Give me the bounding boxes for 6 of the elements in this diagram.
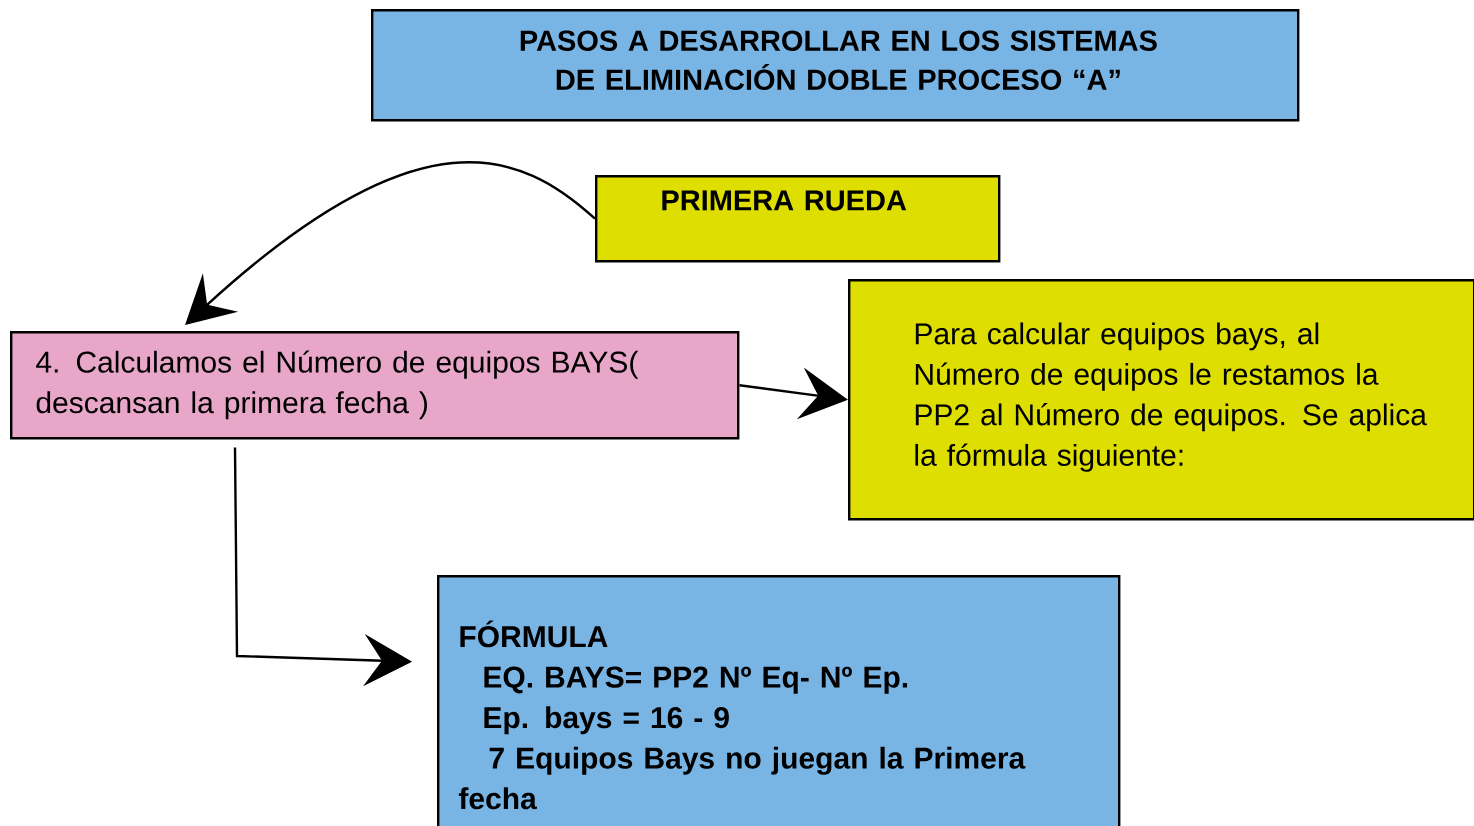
process-box: Para calcular equipos bays, al Número de equipos le restamos la PP2 al Número de equipos. Se aplica la fórmula siguiente: (848, 279, 1474, 521)
process-box: FÓRMULA EQ. BAYS= PP2 Nº Eq- Nº Ep. Ep. bays = 16 - 9 7 Equipos Bays no juegan la Primera fecha (437, 575, 1121, 826)
process-box: PRIMERA RUEDA (595, 175, 1001, 263)
process-box: 4. Calculamos el Número de equipos BAYS( descansan la primera fecha ) (10, 331, 740, 440)
arrow (185, 161, 596, 325)
process-box: PASOS A DESARROLLAR EN LOS SISTEMAS DE ELIMINACIÓN DOBLE PROCESO “A” (371, 9, 1300, 122)
